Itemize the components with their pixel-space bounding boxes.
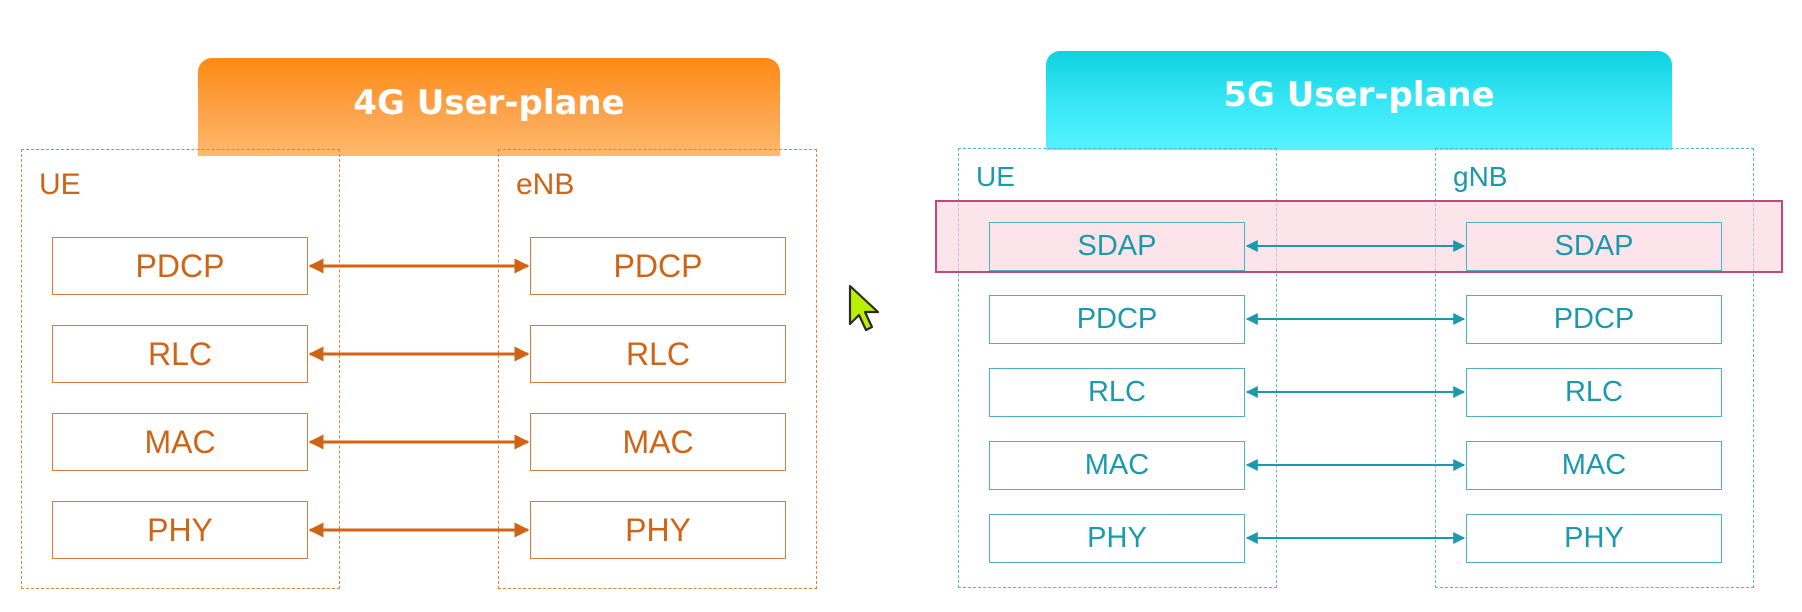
ue-column-5g — [958, 148, 1277, 588]
ue-column-4g — [21, 149, 340, 589]
ue-4g-layer-pdcp: PDCP — [52, 237, 308, 295]
enb-column — [498, 149, 817, 589]
gnb-layer-phy: PHY — [1466, 514, 1722, 563]
ue-5g-layer-phy: PHY — [989, 514, 1245, 563]
mouse-pointer-icon — [848, 284, 880, 332]
diagram-5g-title: 5G User-plane — [1046, 51, 1672, 150]
ue-5g-layer-rlc: RLC — [989, 368, 1245, 417]
ue-4g-layer-mac: MAC — [52, 413, 308, 471]
gnb-layer-rlc: RLC — [1466, 368, 1722, 417]
arrows-5g — [1245, 240, 1466, 544]
enb-layer-phy: PHY — [530, 501, 786, 559]
gnb-layer-mac: MAC — [1466, 441, 1722, 490]
gnb-label: gNB — [1453, 161, 1508, 192]
gnb-column — [1435, 148, 1754, 588]
diagram-4g-title: 4G User-plane — [198, 58, 780, 156]
ue-label-4g: UE — [39, 168, 81, 201]
enb-layer-rlc: RLC — [530, 325, 786, 383]
gnb-layer-pdcp: PDCP — [1466, 295, 1722, 344]
ue-4g-layer-rlc: RLC — [52, 325, 308, 383]
ue-5g-layer-pdcp: PDCP — [989, 295, 1245, 344]
ue-5g-layer-mac: MAC — [989, 441, 1245, 490]
gnb-layer-sdap: SDAP — [1466, 222, 1722, 271]
enb-layer-pdcp: PDCP — [530, 237, 786, 295]
enb-layer-mac: MAC — [530, 413, 786, 471]
ue-4g-layer-phy: PHY — [52, 501, 308, 559]
ue-label-5g: UE — [976, 161, 1015, 192]
arrows-4g — [308, 258, 530, 538]
ue-5g-layer-sdap: SDAP — [989, 222, 1245, 271]
enb-label: eNB — [516, 168, 575, 201]
